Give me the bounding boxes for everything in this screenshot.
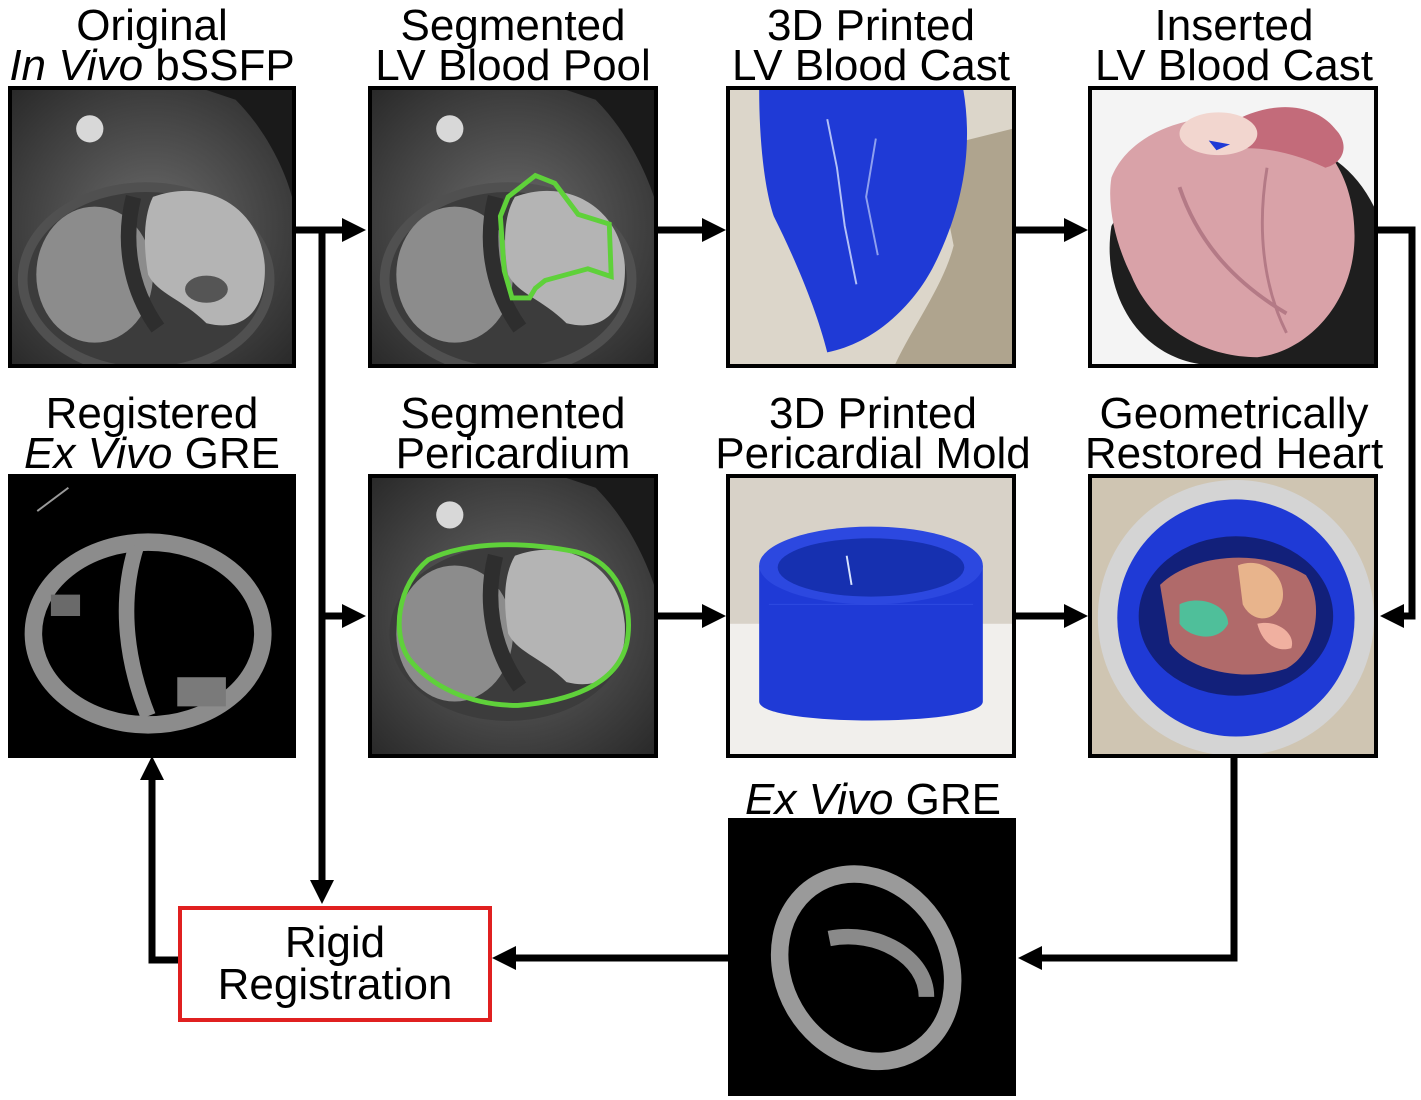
- arrowhead: [492, 946, 516, 970]
- title-line-2: LV Blood Pool: [375, 41, 651, 90]
- inserted-cast-heart-image: [1088, 86, 1378, 368]
- arrowhead: [342, 218, 366, 242]
- segmented-pericardium-title: Segmented Pericardium: [360, 389, 666, 478]
- arrow-registration-to-registered: [148, 778, 178, 964]
- title-line-2: Ex Vivo GRE: [24, 429, 280, 478]
- arrowhead: [702, 218, 726, 242]
- arrowhead: [702, 604, 726, 628]
- title-line-2: LV Blood Cast: [1094, 41, 1373, 90]
- title-line-2: Pericardium: [395, 429, 631, 478]
- restored-heart-image: [1088, 474, 1378, 758]
- blue-cast-shape: [759, 90, 968, 353]
- printed-mold-title: 3D Printed Pericardial Mold: [700, 389, 1046, 478]
- arrowhead: [1018, 946, 1042, 970]
- title-line-1: Registered: [45, 389, 259, 438]
- original-in-vivo-title: Original In Vivo bSSFP: [8, 1, 296, 90]
- step-label-line-2: Registration: [217, 960, 453, 1009]
- registered-ex-vivo-title: Registered Ex Vivo GRE: [8, 389, 296, 478]
- arrow-restored-to-ex-vivo: [1040, 758, 1238, 962]
- step-label-line-1: Rigid: [284, 918, 386, 967]
- title-line-2: Restored Heart: [1084, 429, 1384, 478]
- title-line-1: Inserted: [1154, 1, 1314, 50]
- rigid-registration-step: Rigid Registration: [178, 906, 492, 1022]
- arrowhead: [342, 604, 366, 628]
- pericardium-segmentation-outline: [396, 542, 631, 708]
- inserted-lv-cast-title: Inserted LV Blood Cast: [1078, 1, 1390, 90]
- arrow-inserted-to-restored: [1378, 226, 1416, 620]
- arrowhead: [140, 756, 164, 780]
- title-line-1: Ex Vivo GRE: [745, 775, 1001, 824]
- printed-mold-image: [726, 474, 1016, 758]
- printed-lv-cast-image: [726, 86, 1016, 368]
- title-line-1: 3D Printed: [769, 389, 977, 438]
- arrowhead: [1064, 604, 1088, 628]
- title-line-1: Original: [76, 1, 228, 50]
- original-mri-image: [8, 86, 296, 368]
- title-line-1: Segmented: [400, 1, 626, 50]
- lv-segmentation-outline: [497, 172, 614, 301]
- ex-vivo-gre-title: Ex Vivo GRE: [716, 775, 1030, 824]
- title-line-1: 3D Printed: [767, 1, 975, 50]
- restored-heart-title: Geometrically Restored Heart: [1070, 389, 1398, 478]
- title-line-2: LV Blood Cast: [731, 41, 1010, 90]
- ex-vivo-gre-image: [728, 818, 1016, 1096]
- arrowhead: [1380, 604, 1404, 628]
- segmented-pericardium-image: [368, 474, 658, 758]
- registered-ex-vivo-image: [8, 474, 296, 758]
- title-line-2: Pericardial Mold: [715, 429, 1031, 478]
- arrowhead: [310, 880, 334, 904]
- title-line-1: Geometrically: [1099, 389, 1369, 438]
- segmented-lv-title: Segmented LV Blood Pool: [360, 1, 666, 90]
- title-line-1: Segmented: [400, 389, 626, 438]
- title-line-2: In Vivo bSSFP: [9, 41, 295, 90]
- arrowhead: [1064, 218, 1088, 242]
- printed-lv-cast-title: 3D Printed LV Blood Cast: [716, 1, 1026, 90]
- segmented-lv-image: [368, 86, 658, 368]
